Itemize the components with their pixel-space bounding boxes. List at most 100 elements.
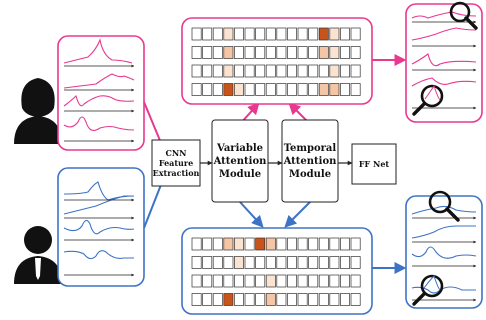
heatmap-cell [191, 293, 202, 306]
heatmap-cell [297, 293, 308, 306]
heatmap-cell [223, 274, 234, 288]
heatmap-cell [308, 293, 319, 306]
heatmap-cell [287, 64, 297, 78]
heatmap-cell [276, 274, 287, 288]
heatmap-cell [318, 256, 329, 269]
heatmap-cell [223, 46, 234, 59]
heatmap-cell [234, 27, 244, 41]
heatmap-cell [308, 83, 319, 96]
heatmap-cell [223, 83, 234, 96]
female-signal-panel [57, 35, 145, 151]
female-heatmap-grid [191, 27, 361, 96]
heatmap-cell [244, 293, 255, 306]
heatmap-cell [297, 27, 308, 41]
temporal-to-bottom-heatmap-arrow [284, 201, 311, 228]
heatmap-cell [318, 237, 329, 251]
magnifier-icon [412, 274, 444, 306]
temporal-label-line3: Module [289, 169, 331, 180]
heatmap-cell [318, 46, 329, 59]
heatmap-cell [329, 83, 340, 96]
heatmap-cell [318, 27, 329, 41]
heatmap-cell [255, 46, 266, 59]
heatmap-cell [276, 256, 287, 269]
magnifier-icon [412, 84, 444, 116]
heatmap-cell [287, 274, 297, 288]
heatmap-cell [202, 237, 213, 251]
cnn-label-line2: Feature [159, 158, 193, 168]
cnn-module: CNN Feature Extraction [151, 139, 201, 187]
cnn-label-line1: CNN [166, 148, 187, 158]
heatmap-cell [297, 237, 308, 251]
male-heatmap-grid [191, 237, 361, 306]
heatmap-cell [318, 83, 329, 96]
heatmap-cell [212, 293, 223, 306]
heatmap-cell [350, 27, 361, 41]
heatmap-cell [234, 46, 244, 59]
heatmap-cell [297, 256, 308, 269]
heatmap-cell [265, 83, 276, 96]
heatmap-cell [255, 293, 266, 306]
heatmap-cell [297, 46, 308, 59]
temporal-label-line1: Temporal [284, 143, 337, 154]
heatmap-cell [244, 274, 255, 288]
heatmap-cell [350, 64, 361, 78]
temporal-attention-module: Temporal Attention Module [281, 119, 339, 203]
heatmap-cell [350, 293, 361, 306]
male-signal-panel [57, 167, 145, 287]
heatmap-cell [265, 293, 276, 306]
heatmap-cell [297, 64, 308, 78]
heatmap-cell [318, 293, 329, 306]
heatmap-cell [212, 256, 223, 269]
variable-label-line2: Attention [213, 156, 268, 167]
variable-attention-module: Variable Attention Module [211, 119, 269, 203]
heatmap-cell [212, 46, 223, 59]
heatmap-cell [276, 237, 287, 251]
heatmap-cell [223, 293, 234, 306]
heatmap-cell [350, 237, 361, 251]
heatmap-cell [340, 83, 350, 96]
heatmap-cell [191, 256, 202, 269]
heatmap-cell [191, 27, 202, 41]
heatmap-cell [287, 293, 297, 306]
heatmap-cell [329, 274, 340, 288]
heatmap-cell [202, 256, 213, 269]
cnn-label-line3: Extraction [153, 168, 200, 178]
heatmap-cell [265, 27, 276, 41]
heatmap-cell [265, 64, 276, 78]
heatmap-cell [318, 274, 329, 288]
heatmap-cell [329, 237, 340, 251]
heatmap-cell [340, 237, 350, 251]
heatmap-cell [244, 46, 255, 59]
heatmap-cell [244, 27, 255, 41]
heatmap-cell [202, 46, 213, 59]
heatmap-cell [234, 256, 244, 269]
magnifier-icon [428, 190, 460, 222]
heatmap-cell [308, 27, 319, 41]
heatmap-cell [234, 293, 244, 306]
heatmap-cell [191, 46, 202, 59]
heatmap-cell [329, 256, 340, 269]
temporal-label-line2: Attention [283, 156, 338, 167]
heatmap-cell [255, 64, 266, 78]
magnifier-icon [449, 1, 478, 30]
heatmap-cell [308, 256, 319, 269]
heatmap-cell [255, 83, 266, 96]
heatmap-cell [202, 293, 213, 306]
heatmap-cell [287, 256, 297, 269]
heatmap-cell [297, 83, 308, 96]
heatmap-cell [234, 237, 244, 251]
heatmap-cell [308, 46, 319, 59]
female-attention-heatmap [181, 17, 373, 105]
male-person-icon [14, 226, 62, 284]
heatmap-cell [212, 237, 223, 251]
heatmap-cell [340, 256, 350, 269]
heatmap-cell [255, 27, 266, 41]
ff-net-module: FF Net [351, 143, 397, 185]
heatmap-cell [244, 237, 255, 251]
heatmap-cell [234, 83, 244, 96]
heatmap-cell [255, 256, 266, 269]
variable-label-line3: Module [219, 169, 261, 180]
heatmap-cell [255, 237, 266, 251]
heatmap-cell [329, 46, 340, 59]
heatmap-cell [202, 64, 213, 78]
